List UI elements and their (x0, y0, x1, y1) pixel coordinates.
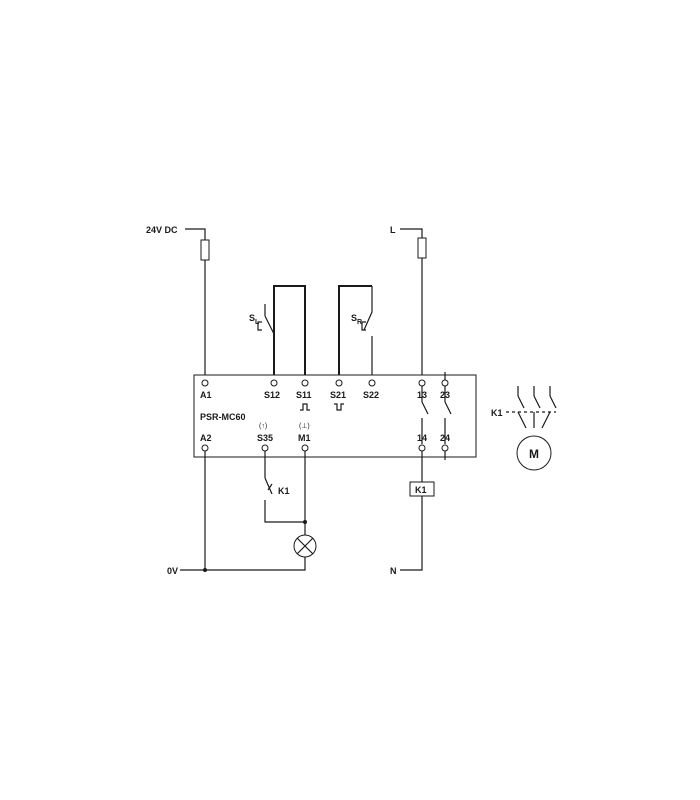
terminal-m1 (301, 444, 309, 452)
pulse-high-icon (300, 403, 310, 411)
switch-sr-contact (363, 286, 373, 382)
terminal-s11 (301, 379, 309, 387)
label-24: 24 (440, 433, 450, 443)
fuse-dc (200, 239, 210, 261)
label-a1: A1 (200, 390, 212, 400)
wire-sl-loop (273, 285, 306, 382)
contact-13-14 (421, 386, 429, 444)
label-14: 14 (417, 433, 427, 443)
wire-0v-bus (180, 557, 306, 571)
label-s12: S12 (264, 390, 280, 400)
switch-sr-label: SR (351, 313, 362, 326)
junction-0v (203, 568, 207, 572)
contact-k1-tick (267, 483, 273, 491)
motor-contacts-k1 (506, 386, 557, 429)
label-a2: A2 (200, 433, 212, 443)
module-name: PSR-MC60 (200, 412, 246, 422)
terminal-s22 (368, 379, 376, 387)
terminal-s21 (335, 379, 343, 387)
label-motor: M (529, 447, 539, 461)
terminal-s12 (270, 379, 278, 387)
terminal-23 (441, 379, 449, 387)
fuse-ac (417, 237, 427, 259)
contact-23-24 (444, 386, 452, 444)
label-line: L (390, 225, 396, 235)
label-k1-motor: K1 (491, 408, 503, 418)
label-24v-dc: 24V DC (146, 225, 178, 235)
marker-m1: (⊥) (299, 423, 310, 430)
contact-k1-feedback (264, 451, 305, 523)
motor-icon (516, 435, 552, 471)
label-s22: S22 (363, 390, 379, 400)
terminal-s35 (261, 444, 269, 452)
label-s35: S35 (257, 433, 273, 443)
label-s11: S11 (296, 390, 312, 400)
marker-s35: (↑) (259, 423, 267, 430)
terminal-a2 (201, 444, 209, 452)
label-k1-coil: K1 (415, 485, 427, 495)
terminal-24 (441, 444, 449, 452)
label-s21: S21 (330, 390, 346, 400)
terminal-14 (418, 444, 426, 452)
label-neutral: N (390, 566, 397, 576)
module-box (193, 374, 477, 458)
wire-sr-top (338, 285, 372, 382)
terminal-a1 (201, 379, 209, 387)
switch-sr-actuator (361, 321, 366, 331)
label-m1: M1 (298, 433, 311, 443)
terminal-13 (418, 379, 426, 387)
wire-24v-to-fuse (185, 228, 206, 240)
switch-sl-label: SL (249, 313, 260, 326)
wire-coil-to-n (400, 496, 423, 571)
switch-sl-contact (264, 304, 275, 382)
wire-l-to-fuse (400, 228, 423, 238)
switch-sl-actuator (257, 321, 262, 331)
lamp-icon (293, 534, 317, 558)
junction-m1 (303, 520, 307, 524)
label-0v: 0V (167, 566, 178, 576)
label-k1-contact: K1 (278, 486, 290, 496)
pulse-low-icon (334, 403, 344, 411)
